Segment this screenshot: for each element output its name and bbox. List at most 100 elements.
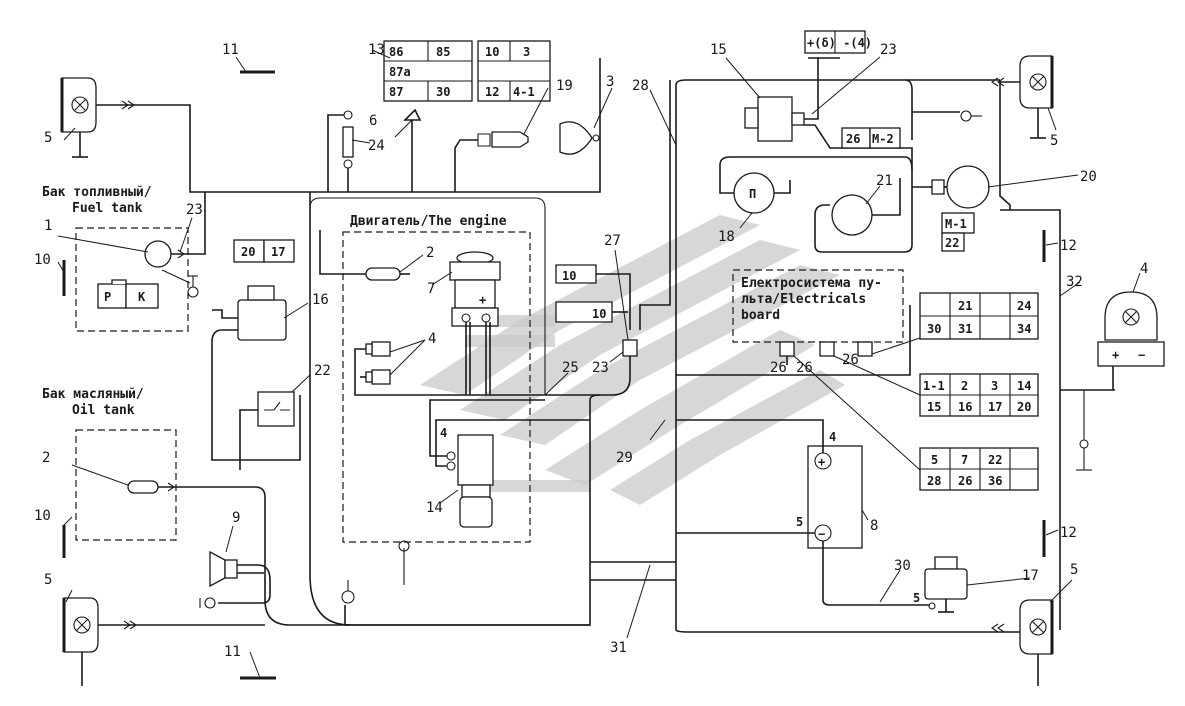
sensor-14-pin: 4 bbox=[440, 426, 447, 440]
callout-24: 24 bbox=[368, 138, 385, 154]
board-a-cell: 34 bbox=[1017, 322, 1031, 336]
conn-15-cell: 26 bbox=[846, 132, 860, 146]
callout-5: 5 bbox=[1050, 133, 1058, 149]
callout-15: 15 bbox=[710, 42, 727, 58]
callout-26: 26 bbox=[770, 360, 787, 376]
relay-13-table bbox=[383, 40, 473, 102]
callout-18: 18 bbox=[718, 229, 735, 245]
board-b-cell: 1-1 bbox=[923, 379, 945, 393]
headlamp-bottom-left bbox=[62, 597, 99, 686]
battery-plus-pin: 4 bbox=[829, 430, 836, 444]
callout-28: 28 bbox=[632, 78, 649, 94]
board-b-cell: 17 bbox=[988, 400, 1002, 414]
callout-4: 4 bbox=[428, 331, 436, 347]
fuel-conn-cell: 20 bbox=[241, 245, 255, 259]
callout-16: 16 bbox=[312, 292, 329, 308]
callout-4: 4 bbox=[1140, 261, 1148, 277]
callout-5: 5 bbox=[44, 572, 52, 588]
callout-6: 6 bbox=[369, 113, 377, 129]
board-b-cell: 14 bbox=[1017, 379, 1031, 393]
battery-minus-pin: 5 bbox=[796, 515, 803, 529]
board-c-cell: 26 bbox=[958, 474, 972, 488]
callout-9: 9 bbox=[232, 510, 240, 526]
fuel-conn-cell: 17 bbox=[271, 245, 285, 259]
board-b-cell: 3 bbox=[991, 379, 998, 393]
board-a-cell: 21 bbox=[958, 299, 972, 313]
relay-13-cell: 85 bbox=[436, 45, 450, 59]
fuel-tank-outline bbox=[75, 227, 189, 332]
board-b-cell: 16 bbox=[958, 400, 972, 414]
fuel-level-sensor bbox=[144, 240, 172, 268]
board-b-cell: 20 bbox=[1017, 400, 1031, 414]
fuel-tank-label-ru: Бак топливный/ bbox=[42, 185, 152, 200]
callout-2: 2 bbox=[42, 450, 50, 466]
callout-20: 20 bbox=[1080, 169, 1097, 185]
board-b-cell: 15 bbox=[927, 400, 941, 414]
headlamp-top-right bbox=[1019, 55, 1054, 139]
callout-23: 23 bbox=[186, 202, 203, 218]
board-a-cell: 31 bbox=[958, 322, 972, 336]
battery-minus-sign: − bbox=[818, 527, 825, 541]
callout-29: 29 bbox=[616, 450, 633, 466]
callout-11: 11 bbox=[222, 42, 239, 58]
callout-26: 26 bbox=[796, 360, 813, 376]
switch-17 bbox=[924, 556, 968, 613]
engine-outline bbox=[342, 231, 531, 543]
fuel-tank-label-en: Fuel tank bbox=[72, 201, 143, 216]
conn-20-cell: 22 bbox=[945, 236, 959, 250]
callout-5: 5 bbox=[1070, 562, 1078, 578]
callout-13: 13 bbox=[368, 42, 385, 58]
board-a-cell: 24 bbox=[1017, 299, 1031, 313]
spark-plugs-4 bbox=[365, 341, 391, 385]
callout-17: 17 bbox=[1022, 568, 1039, 584]
callout-21: 21 bbox=[876, 173, 893, 189]
conn-20-cell: М-1 bbox=[945, 217, 967, 231]
callout-12: 12 bbox=[1060, 525, 1077, 541]
board-label-line3: board bbox=[741, 308, 780, 323]
relay-7-plus: + bbox=[479, 293, 486, 307]
lamp-4-plus: + bbox=[1112, 348, 1119, 362]
relay-13-cell: 87a bbox=[389, 65, 411, 79]
conn-24-cell: 4-1 bbox=[513, 85, 535, 99]
board-c-cell: 36 bbox=[988, 474, 1002, 488]
connector-24-table bbox=[477, 40, 551, 102]
relay-13-cell: 86 bbox=[389, 45, 403, 59]
connector-table-a bbox=[919, 292, 1039, 340]
relay-13-cell: 87 bbox=[389, 85, 403, 99]
relay-7 bbox=[449, 251, 501, 327]
oil-tank-outline bbox=[75, 429, 177, 541]
callout-8: 8 bbox=[870, 518, 878, 534]
callout-leaders bbox=[57, 49, 1141, 679]
callout-10: 10 bbox=[34, 508, 51, 524]
callout-31: 31 bbox=[610, 640, 627, 656]
horn bbox=[209, 550, 238, 588]
relay-13-cell: 30 bbox=[436, 85, 450, 99]
conn-15-cell: М-2 bbox=[872, 132, 894, 146]
conn-24-cell: 12 bbox=[485, 85, 499, 99]
board-a-cell: 30 bbox=[927, 322, 941, 336]
callout-14: 14 bbox=[426, 500, 443, 516]
callout-23: 23 bbox=[880, 42, 897, 58]
switch-15 bbox=[744, 96, 805, 142]
board-label-line1: Електросистема пу- bbox=[741, 276, 882, 291]
connector-table-c bbox=[919, 447, 1039, 491]
callout-19: 19 bbox=[556, 78, 573, 94]
board-b-cell: 2 bbox=[961, 379, 968, 393]
callout-23: 23 bbox=[592, 360, 609, 376]
callout-27: 27 bbox=[604, 233, 621, 249]
fuel-pk-cell: К bbox=[138, 290, 146, 304]
engine-label: Двигатель/The engine bbox=[350, 214, 507, 229]
board-c-cell: 7 bbox=[961, 453, 968, 467]
board-label-line2: льта/Electricals bbox=[741, 292, 866, 307]
callout-25: 25 bbox=[562, 360, 579, 376]
engine-conn-10b: 10 bbox=[592, 307, 606, 321]
lamp-4-minus: − bbox=[1138, 348, 1145, 362]
oil-tank-label-ru: Бак масляный/ bbox=[42, 387, 144, 402]
battery bbox=[807, 445, 863, 549]
engine-conn-10a: 10 bbox=[562, 269, 576, 283]
callout-7: 7 bbox=[427, 281, 435, 297]
headlamp-bottom-right bbox=[1019, 599, 1054, 686]
callout-12: 12 bbox=[1060, 238, 1077, 254]
callout-30: 30 bbox=[894, 558, 911, 574]
